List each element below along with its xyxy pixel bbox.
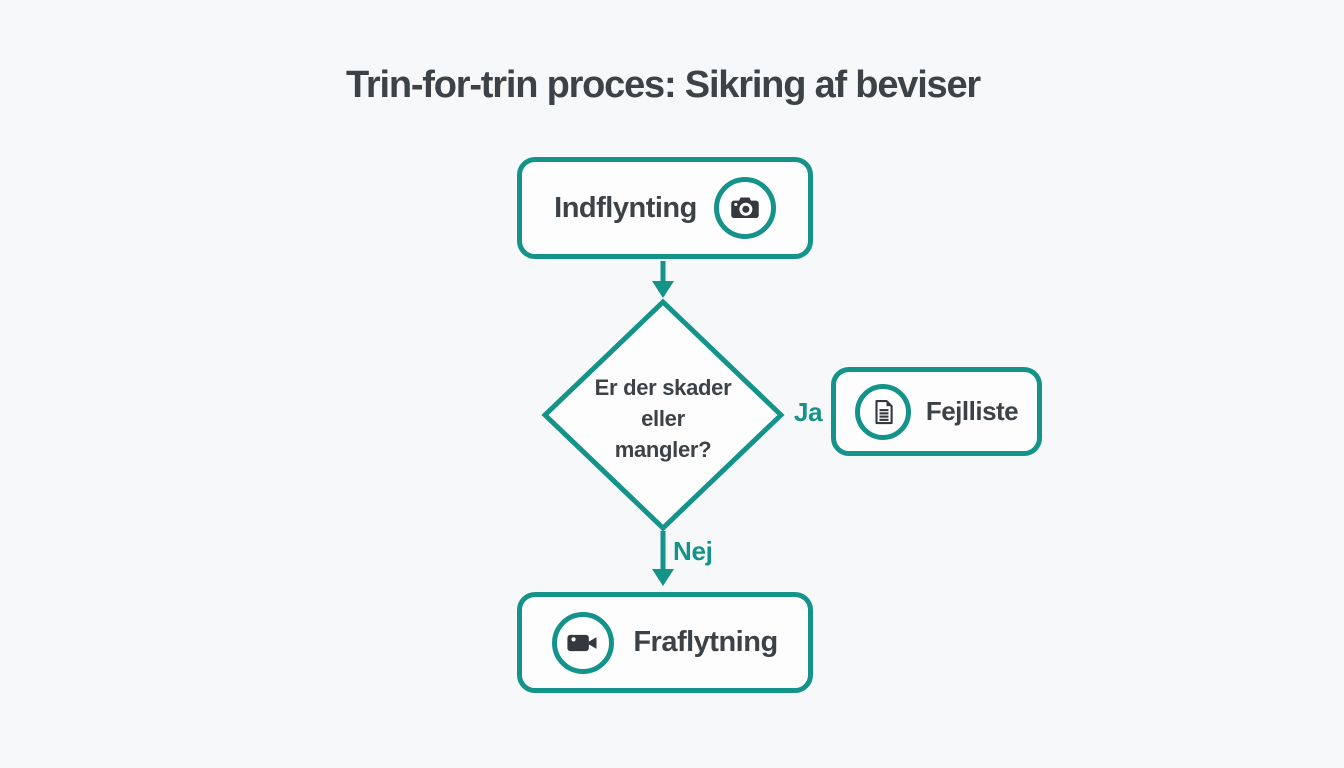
decision-question-line3: mangler? [614, 437, 712, 463]
edge-label-nej: Nej [673, 536, 713, 566]
video-camera-icon [552, 611, 615, 674]
flow-node-indflytning: Indflynting [517, 157, 813, 259]
node-label-indflytning: Indflynting [554, 191, 697, 224]
page-title: Trin-for-trin proces: Sikring af beviser [345, 64, 981, 106]
decision-diamond [541, 298, 785, 532]
camera-icon [713, 177, 776, 239]
flow-node-fejlliste: Fejlliste [831, 367, 1042, 456]
node-label-fejlliste: Fejlliste [925, 396, 1019, 426]
decision-question: Er der skader eller mangler? [563, 372, 763, 466]
arrow-down-icon [646, 531, 680, 592]
node-label-fraflytning: Fraflytning [633, 626, 778, 658]
edge-label-ja: Ja [794, 397, 823, 427]
decision-question-line1: Er der skader [594, 375, 732, 400]
flow-node-fraflytning: Fraflytning [517, 592, 813, 693]
decision-question-line2: eller [641, 406, 685, 432]
document-icon [854, 383, 911, 440]
arrow-down-icon [646, 261, 680, 304]
